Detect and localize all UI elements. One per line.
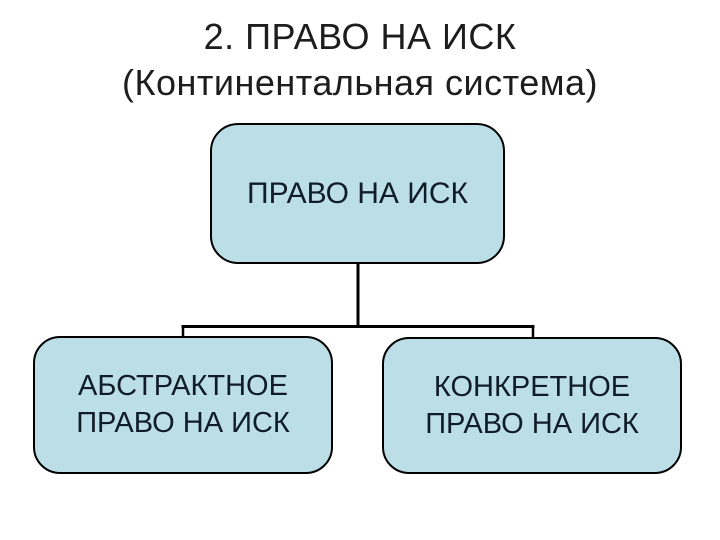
diagram-node-root: ПРАВО НА ИСК	[210, 123, 505, 264]
diagram-node-root-label: ПРАВО НА ИСК	[247, 177, 468, 210]
slide-title-line-1: 2. ПРАВО НА ИСК	[203, 16, 517, 57]
slide-title: 2. ПРАВО НА ИСК (Континентальная система…	[0, 14, 720, 106]
diagram-node-concrete-label: КОНКРЕТНОЕ ПРАВО НА ИСК	[425, 370, 639, 440]
slide-title-line-2: (Континентальная система)	[122, 62, 598, 103]
diagram-node-abstract-label: АБСТРАКТНОЕ ПРАВО НА ИСК	[76, 370, 290, 439]
diagram-node-abstract: АБСТРАКТНОЕ ПРАВО НА ИСК	[33, 336, 333, 474]
diagram-node-concrete: КОНКРЕТНОЕ ПРАВО НА ИСК	[382, 337, 682, 474]
